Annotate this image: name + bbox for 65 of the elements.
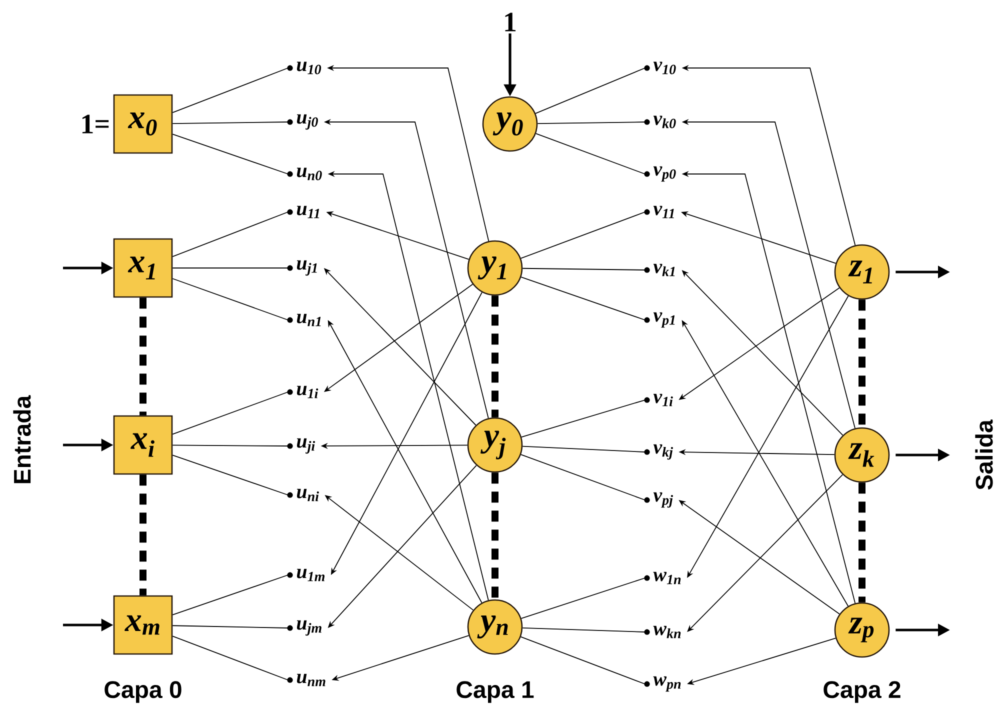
weight-label: v$_{kj}$	[644, 444, 674, 460]
beside-label: 1=	[82, 114, 109, 134]
weight-label: u$_{1i}$	[287, 386, 318, 398]
bias-label: 1	[505, 12, 516, 32]
dotted-line	[140, 474, 146, 596]
weight-label: v$_{p0}$	[644, 166, 676, 182]
weight-label: u$_{11}$	[287, 206, 320, 218]
input-box: x$_{0}$	[113, 94, 173, 154]
layer-label: Capa 2	[824, 681, 900, 703]
weight-label: w$_{kn}$	[644, 626, 681, 638]
weight-label: v$_{p1}$	[644, 312, 675, 328]
weight-label: u$_{ni}$	[287, 488, 319, 502]
connection-line	[520, 578, 646, 619]
weight-label: w$_{pn}$	[644, 676, 681, 692]
connection-line	[520, 276, 646, 320]
dotted-line	[858, 300, 866, 428]
weight-label: v$_{pj}$	[644, 492, 674, 508]
connection-line	[522, 268, 646, 270]
input-box: x$_{m}$	[113, 595, 173, 655]
connection-line	[172, 636, 288, 680]
connection-line	[521, 400, 646, 438]
weight-label: u$_{ji}$	[287, 438, 316, 454]
weight-label: u$_{n1}$	[287, 314, 321, 326]
weight-label: v$_{k0}$	[644, 116, 676, 128]
weight-label: v$_{10}$	[644, 62, 676, 74]
side-label: Entrada	[13, 395, 31, 484]
layer-label: Capa 1	[456, 681, 534, 703]
connection-line	[172, 68, 288, 114]
input-box: x$_{i}$	[113, 415, 173, 475]
connection-line	[520, 212, 646, 259]
layer-label: Capa 0	[104, 681, 182, 703]
connection-line	[172, 134, 288, 174]
dotted-line	[492, 472, 498, 600]
connection-line	[172, 625, 288, 628]
connection-line	[172, 574, 288, 616]
connection-line	[172, 454, 288, 496]
weight-label: u$_{j1}$	[287, 260, 317, 276]
dotted-line	[858, 482, 866, 602]
weight-label: u$_{n0}$	[287, 168, 322, 180]
connection-line	[172, 392, 288, 435]
connection-line	[535, 68, 646, 114]
weight-label: u$_{jm}$	[287, 620, 322, 636]
connection-line	[537, 122, 646, 124]
weight-label: u$_{j0}$	[287, 114, 318, 130]
dotted-line	[492, 296, 498, 418]
connection-line	[535, 133, 646, 174]
weight-label: v$_{k1}$	[644, 264, 675, 276]
weight-label: w$_{1n}$	[644, 572, 681, 584]
connection-line	[522, 446, 646, 452]
connection-line	[687, 474, 844, 632]
weight-label: u$_{1m}$	[287, 568, 325, 582]
connection-line	[172, 212, 288, 258]
connection-line	[520, 636, 646, 684]
weight-label: u$_{10}$	[287, 62, 322, 74]
weight-label: v$_{11}$	[644, 206, 674, 218]
connection-line	[172, 278, 288, 320]
connection-line	[172, 122, 288, 124]
weight-label: u$_{nm}$	[287, 674, 326, 686]
connection-line	[172, 444, 288, 446]
input-box: x$_{1}$	[113, 238, 173, 298]
weight-label: v$_{1i}$	[644, 394, 673, 406]
connection-line	[520, 454, 646, 500]
side-label: Salida	[975, 420, 993, 490]
dotted-line	[140, 298, 146, 416]
connection-line	[522, 627, 646, 632]
